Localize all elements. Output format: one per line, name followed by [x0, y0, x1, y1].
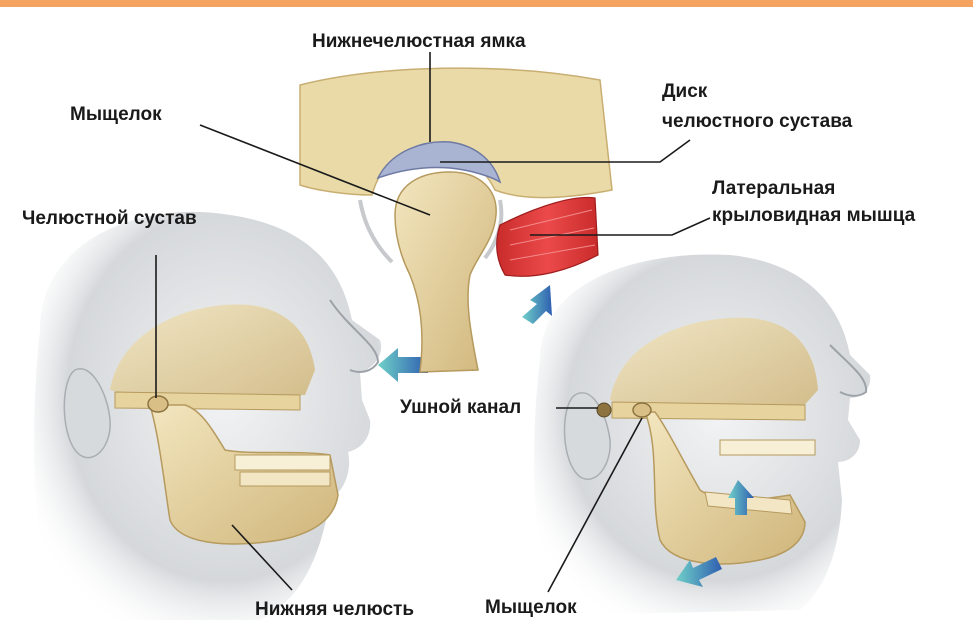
label-disc-line1: Диск [662, 80, 707, 104]
right-condyle [633, 403, 651, 417]
right-head [534, 254, 870, 615]
muscle-pull-arrow [522, 285, 552, 324]
label-lateral-pterygoid-line2: крыловидная мышца [712, 204, 915, 228]
label-mandibular-fossa: Нижнечелюстная ямка [312, 30, 526, 54]
label-ear-canal: Ушной канал [400, 396, 521, 420]
label-lateral-pterygoid-line1: Латеральная [712, 177, 835, 201]
condyle-neck [395, 172, 496, 372]
right-ear-canal [597, 403, 611, 417]
label-condyle-bottom: Мыщелок [485, 596, 577, 620]
left-teeth-upper [235, 455, 330, 470]
label-lower-jaw: Нижняя челюсть [255, 598, 414, 622]
label-jaw-joint: Челюстной сустав [22, 207, 197, 231]
lateral-pterygoid-muscle [497, 197, 598, 276]
left-teeth-lower [240, 472, 330, 486]
right-upper-teeth [720, 440, 815, 455]
left-zygomatic-arch [115, 392, 300, 410]
label-disc-line2: челюстного сустава [662, 110, 852, 134]
left-head [34, 212, 428, 620]
label-condyle-top: Мыщелок [70, 103, 162, 127]
left-condyle [148, 396, 168, 412]
